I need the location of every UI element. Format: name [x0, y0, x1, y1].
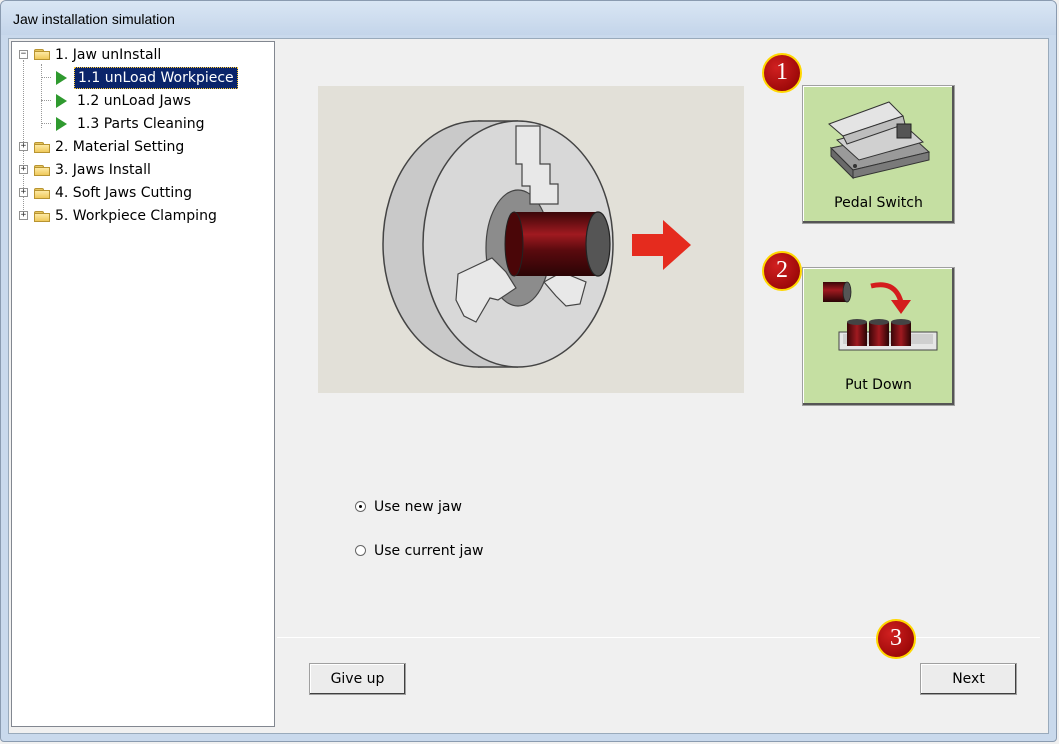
- tree-connector: [23, 60, 24, 220]
- option-label: Use current jaw: [374, 543, 484, 559]
- tree-item-parts-cleaning[interactable]: 1.3 Parts Cleaning: [12, 113, 272, 135]
- tree-item-label: 5. Workpiece Clamping: [55, 208, 217, 224]
- radio-button-checked[interactable]: [355, 501, 366, 512]
- pedal-switch-button[interactable]: Pedal Switch: [802, 85, 955, 224]
- footer-separator: [277, 637, 1040, 638]
- step-badge-2: 2: [762, 251, 802, 291]
- radio-button[interactable]: [355, 545, 366, 556]
- green-play-icon: [56, 94, 67, 108]
- tree-item-jaws-install[interactable]: + 3. Jaws Install: [12, 159, 272, 181]
- expand-icon[interactable]: +: [19, 164, 28, 174]
- tree-item-label: 3. Jaws Install: [55, 162, 151, 178]
- expand-icon[interactable]: +: [19, 187, 28, 197]
- expand-icon[interactable]: +: [19, 141, 28, 151]
- folder-icon: [34, 141, 50, 153]
- tree-connector: [41, 64, 42, 128]
- tree-item-unload-jaws[interactable]: 1.2 unLoad Jaws: [12, 90, 272, 112]
- put-down-button[interactable]: Put Down: [802, 267, 955, 406]
- tree-item-label: 1.3 Parts Cleaning: [77, 116, 205, 132]
- step-badge-3: 3: [876, 619, 916, 659]
- tree-connector: [41, 123, 51, 124]
- put-down-label: Put Down: [845, 377, 912, 393]
- folder-icon: [34, 187, 50, 199]
- window-client-area: − 1. Jaw unInstall 1.1 unLoad Workpiece …: [8, 38, 1049, 734]
- tree-item-soft-jaws-cutting[interactable]: + 4. Soft Jaws Cutting: [12, 182, 272, 204]
- tree-item-label: 2. Material Setting: [55, 139, 185, 155]
- tree-connector: [41, 77, 51, 78]
- put-down-icon: [823, 281, 938, 351]
- step-tree[interactable]: − 1. Jaw unInstall 1.1 unLoad Workpiece …: [11, 41, 275, 727]
- tree-item-jaw-uninstall[interactable]: − 1. Jaw unInstall: [12, 44, 272, 66]
- lathe-chuck-image: [382, 120, 691, 368]
- green-play-icon: [56, 71, 67, 85]
- tree-item-workpiece-clamping[interactable]: + 5. Workpiece Clamping: [12, 205, 272, 227]
- tree-item-label: 1.1 unLoad Workpiece: [74, 67, 238, 89]
- step-badge-1: 1: [762, 53, 802, 93]
- next-button[interactable]: Next: [920, 663, 1017, 695]
- expand-icon[interactable]: +: [19, 210, 28, 220]
- green-play-icon: [56, 117, 67, 131]
- tree-item-label: 4. Soft Jaws Cutting: [55, 185, 193, 201]
- give-up-button[interactable]: Give up: [309, 663, 406, 695]
- tree-item-unload-workpiece[interactable]: 1.1 unLoad Workpiece: [12, 67, 272, 89]
- option-label: Use new jaw: [374, 499, 462, 515]
- chuck-illustration: [318, 86, 744, 393]
- folder-icon: [34, 210, 50, 222]
- pedal-switch-label: Pedal Switch: [834, 195, 923, 211]
- red-arrow-icon: [632, 220, 691, 270]
- option-use-current-jaw[interactable]: Use current jaw: [355, 541, 555, 561]
- tree-connector: [41, 100, 51, 101]
- window-title: Jaw installation simulation: [13, 11, 175, 27]
- tree-item-label: 1. Jaw unInstall: [55, 47, 162, 63]
- tree-item-material-setting[interactable]: + 2. Material Setting: [12, 136, 272, 158]
- pedal-switch-icon: [828, 101, 931, 180]
- collapse-icon[interactable]: −: [19, 49, 28, 59]
- option-use-new-jaw[interactable]: Use new jaw: [355, 497, 555, 517]
- folder-icon: [34, 164, 50, 176]
- tree-item-label: 1.2 unLoad Jaws: [77, 93, 191, 109]
- title-bar[interactable]: Jaw installation simulation: [1, 1, 1056, 35]
- open-folder-icon: [34, 48, 50, 60]
